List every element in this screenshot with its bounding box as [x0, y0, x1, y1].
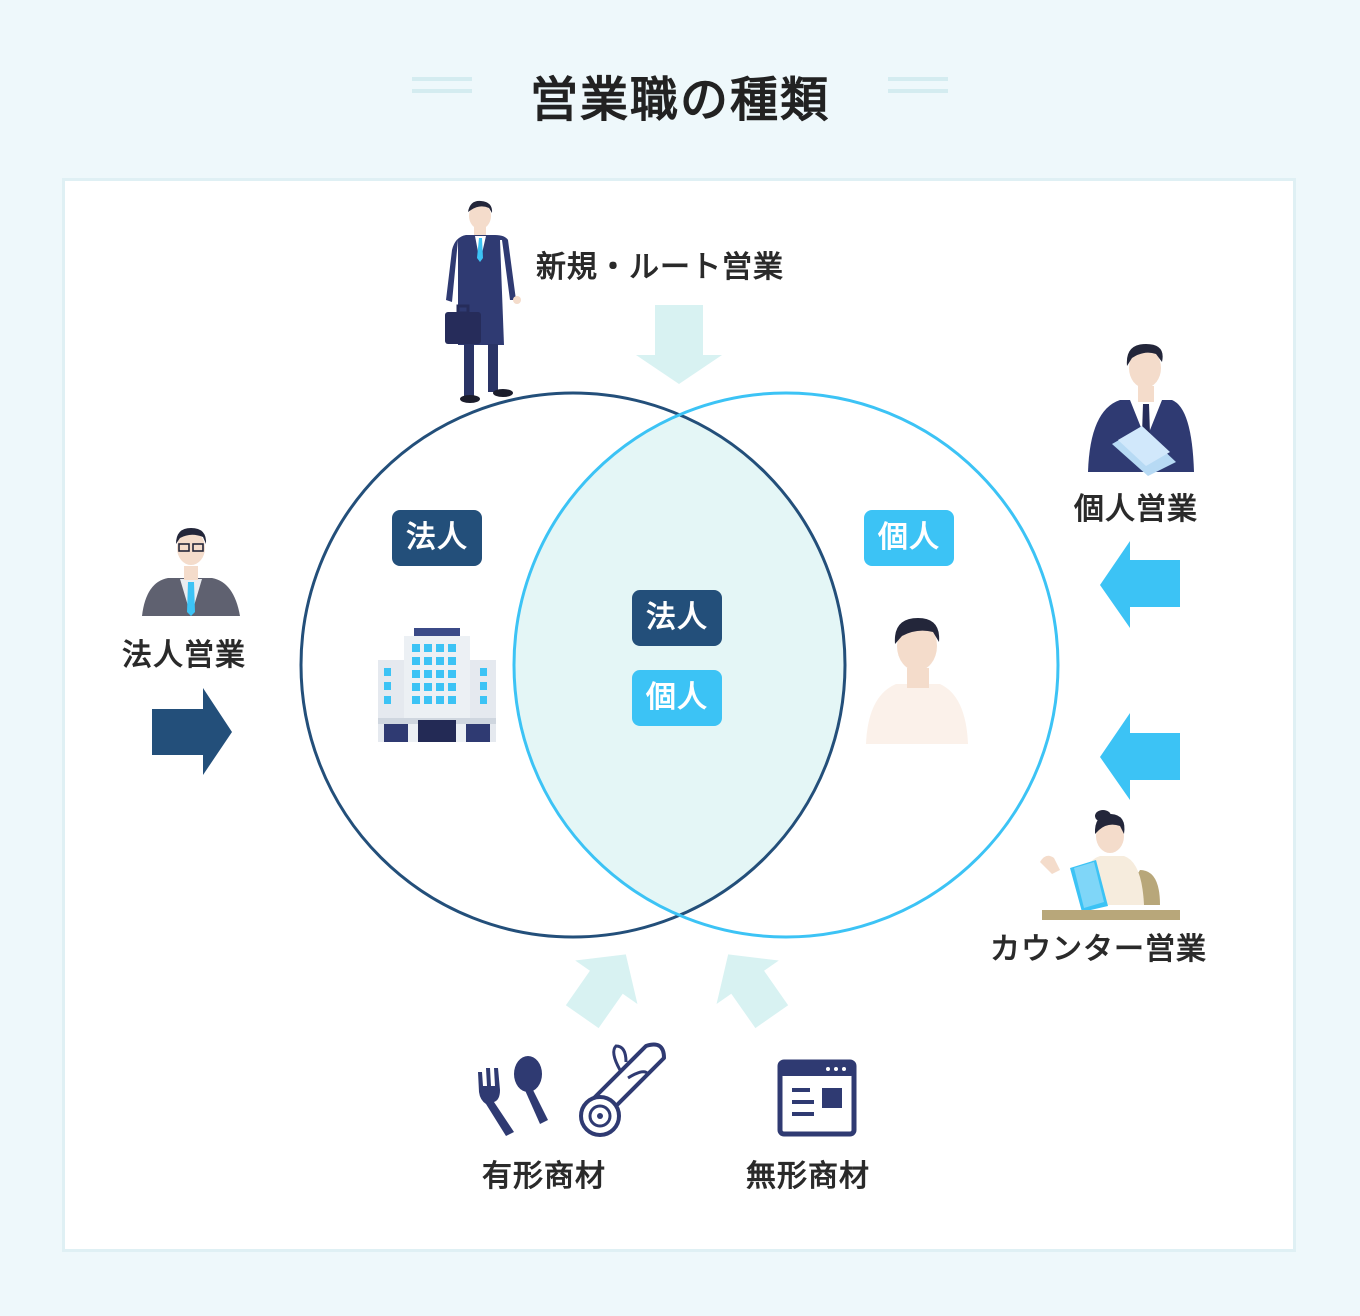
- title-deco-left: [412, 89, 472, 93]
- arrow-left-icon: [1100, 713, 1180, 800]
- receptionist-desk-icon: [1040, 810, 1180, 920]
- badge-overlap-corporate: 法人: [632, 590, 722, 646]
- label-individual-sales: 個人営業: [1074, 492, 1198, 527]
- arrow-right-icon: [152, 688, 232, 775]
- businessman-briefcase-icon: [445, 200, 521, 403]
- title-deco-left: [412, 77, 472, 81]
- office-building-icon: [378, 628, 496, 742]
- arrow-down-icon: [636, 305, 722, 384]
- label-corporate-sales: 法人営業: [122, 638, 246, 673]
- person-icon: [866, 618, 968, 744]
- arrow-left-icon: [1100, 541, 1180, 628]
- browser-window-icon: [777, 1059, 857, 1137]
- title-deco-right: [888, 77, 948, 81]
- overlap-area: [514, 393, 845, 937]
- title-deco-right: [888, 89, 948, 93]
- businessman-glasses-icon: [142, 528, 240, 616]
- badge-corporate: 法人: [392, 510, 482, 566]
- corporate-circle: [299, 391, 847, 939]
- label-tangible-goods: 有形商材: [482, 1159, 606, 1194]
- individual-circle: [512, 391, 1060, 939]
- arrow-diagonal-icon: [565, 954, 638, 1029]
- arrow-diagonal-icon: [716, 954, 789, 1029]
- label-new-route-sales: 新規・ルート営業: [536, 250, 784, 285]
- label-counter-sales: カウンター営業: [990, 932, 1207, 967]
- badge-overlap-individual: 個人: [632, 670, 722, 726]
- fork-spoon-icon: [478, 1056, 548, 1136]
- badge-individual: 個人: [864, 510, 954, 566]
- page-title: 営業職の種類: [529, 72, 830, 128]
- title-area: 営業職の種類: [0, 50, 1360, 134]
- scroll-icon: [579, 1042, 666, 1137]
- label-intangible-goods: 無形商材: [746, 1159, 870, 1194]
- businessman-document-icon: [1088, 344, 1194, 476]
